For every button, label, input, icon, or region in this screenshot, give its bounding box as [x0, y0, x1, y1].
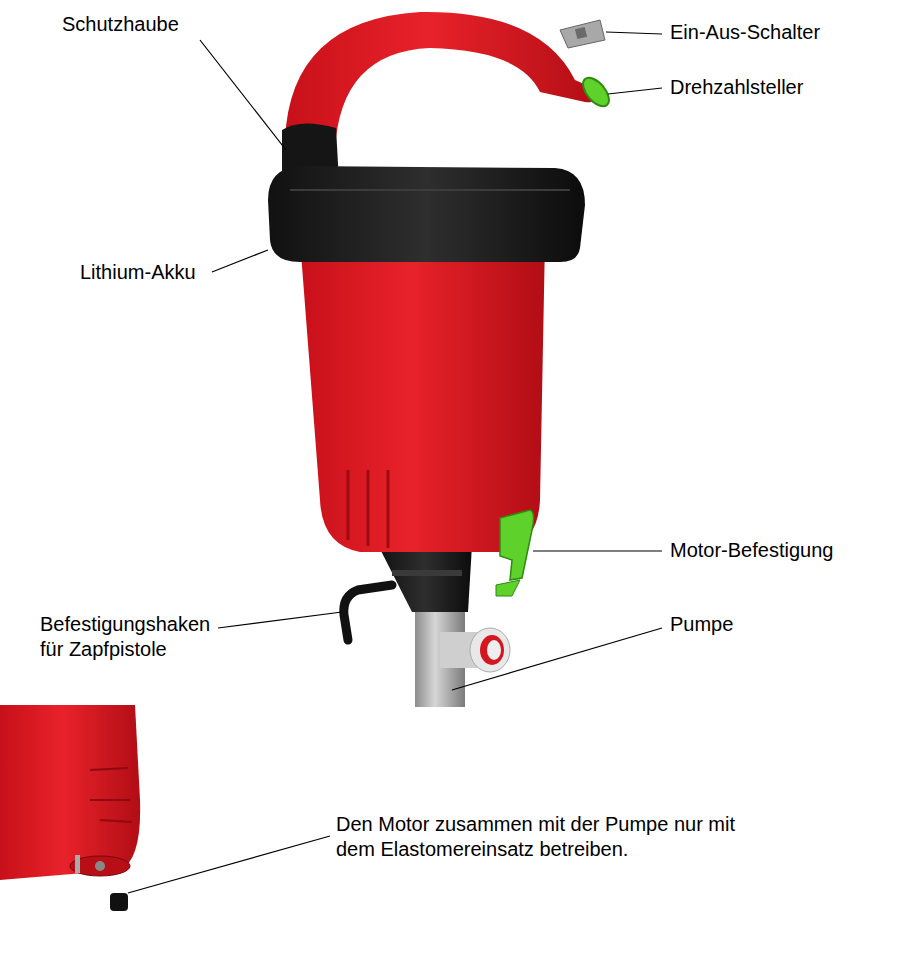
outlet-ring: [470, 628, 510, 672]
part-label: Lithium-Akku: [80, 260, 230, 285]
part-label: Den Motor zusammen mit der Pumpe nur mit…: [336, 812, 776, 862]
elastomer-insert: [110, 893, 128, 911]
motor-detail: [0, 705, 140, 880]
motor-body: [300, 240, 545, 552]
motor-shaft: [95, 861, 105, 871]
part-label: Pumpe: [670, 612, 790, 637]
leader-lines: [128, 32, 662, 893]
motor-fastener-foot: [496, 580, 520, 596]
part-label: Motor-Befestigung: [670, 538, 890, 563]
on-off-switch: [560, 20, 605, 48]
coupling: [378, 545, 472, 612]
outlet-ring-inner: [480, 635, 504, 665]
speed-controller: [578, 73, 614, 111]
part-label: Drehzahlsteller: [670, 75, 870, 100]
battery-edge: [290, 189, 570, 191]
part-label: Schutzhaube: [62, 12, 212, 37]
coupling-ring: [392, 570, 462, 576]
motor-detail-lines: [90, 768, 132, 822]
switch-button: [575, 27, 587, 39]
motor-fastener: [500, 510, 534, 580]
part-label: Befestigungshaken für Zapfpistole: [40, 612, 225, 662]
lithium-battery: [268, 166, 585, 262]
part-label: Ein-Aus-Schalter: [670, 20, 870, 45]
nozzle-hook: [344, 585, 392, 640]
outlet-bore: [487, 640, 501, 660]
motor-pin: [75, 855, 80, 873]
body-ribs: [348, 470, 388, 548]
motor-detail-base: [70, 856, 130, 876]
